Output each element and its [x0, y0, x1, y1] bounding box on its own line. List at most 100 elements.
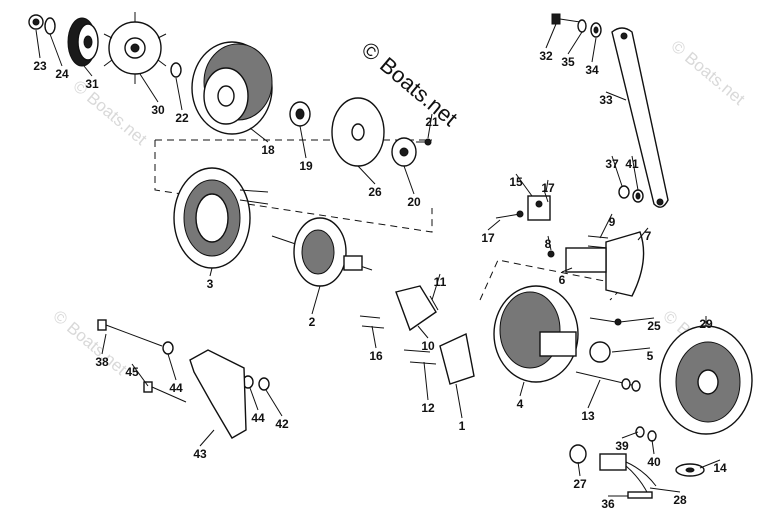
part-16-screws: [359, 315, 385, 329]
leader-line: [427, 113, 433, 139]
leader-line: [547, 235, 552, 251]
callout-number: 43: [193, 447, 207, 461]
part-34-nut: [590, 22, 602, 38]
callout-number: 34: [585, 63, 599, 77]
leader-line: [631, 155, 639, 191]
part-40-nut: [647, 430, 657, 442]
callout-number: 26: [368, 185, 382, 199]
callout-number: 30: [151, 103, 165, 117]
part-12-screws: [403, 349, 437, 365]
part-4-housing: [493, 285, 579, 383]
leader-line: [249, 387, 259, 411]
part-28-connector: [599, 453, 657, 495]
callout-number: 22: [175, 111, 189, 125]
leader-line: [587, 379, 601, 409]
part-3-stator: [173, 167, 269, 269]
callout-number: 13: [581, 409, 595, 423]
leader-line: [545, 179, 549, 193]
part-36-pin: [627, 491, 653, 499]
callout-number: 42: [275, 417, 289, 431]
leader-line: [651, 439, 655, 455]
callout-number: 44: [169, 381, 183, 395]
leader-line: [249, 127, 269, 143]
leader-line: [101, 333, 107, 355]
part-30-fan: [103, 12, 167, 84]
leader-line: [265, 389, 283, 417]
leader-line: [577, 461, 581, 477]
watermark-brand: Boats.net: [83, 88, 150, 149]
leader-line: [49, 33, 63, 67]
callout-number: 41: [625, 157, 639, 171]
callout-number: 4: [517, 397, 524, 411]
part-10-rectifier: [395, 285, 437, 332]
callout-number: 40: [647, 455, 661, 469]
leader-line: [561, 267, 573, 273]
watermark-brand: Boats.net: [375, 52, 462, 131]
part-18-drive-end-frame: [191, 41, 273, 135]
leader-line: [403, 165, 415, 195]
leader-line: [199, 429, 215, 447]
watermark-mid-left: © Boats.net: [49, 307, 130, 379]
leader-line: [311, 285, 321, 315]
callout-number: 25: [647, 319, 661, 333]
watermark-brand: Boats.net: [63, 318, 130, 379]
callout-number: 20: [407, 195, 421, 209]
part-44-nut-a: [162, 341, 174, 355]
watermark-symbol: ©: [357, 37, 385, 67]
leader-line: [567, 31, 583, 55]
watermark-top-right: © Boats.net: [667, 37, 748, 109]
callout-number: 17: [541, 181, 555, 195]
part-9-screws: [587, 235, 609, 249]
callout-number: 11: [434, 275, 447, 289]
part-37-washer: [618, 185, 630, 199]
callout-number: 3: [207, 277, 214, 291]
part-29-slip-ring-end-frame: [659, 325, 753, 435]
part-8-screw: [547, 250, 555, 258]
callout-number: 28: [673, 493, 687, 507]
leader-line: [605, 91, 627, 101]
leader-line: [487, 219, 501, 231]
part-11-screw: [429, 295, 439, 311]
callout-number: 37: [605, 157, 619, 171]
callout-number: 15: [509, 175, 523, 189]
part-6-brush-holder: [565, 247, 607, 273]
leader-line: [649, 487, 681, 493]
part-7-regulator: [605, 231, 645, 297]
part-25-bolt: [589, 317, 622, 326]
callout-number: 16: [369, 349, 383, 363]
watermark-top-left: © Boats.net: [69, 77, 150, 149]
leader-line: [699, 459, 721, 469]
part-43-mounting-bracket: [189, 349, 247, 439]
part-32-bolt: [551, 13, 581, 25]
part-20-retainer: [391, 137, 417, 167]
callout-number: 1: [459, 419, 466, 433]
part-14-washer: [675, 463, 705, 477]
leader-line: [545, 23, 557, 49]
leader-line: [35, 29, 41, 59]
part-33-adjusting-brace: [611, 27, 669, 208]
part-22-spacer: [170, 62, 182, 78]
part-21-screw: [416, 138, 432, 146]
part-23-nut: [28, 14, 44, 30]
leader-line: [83, 65, 93, 77]
callout-number: 19: [299, 159, 313, 173]
watermark-brand: Boats.net: [681, 48, 748, 109]
callout-number: 29: [699, 317, 713, 331]
callout-number: 35: [561, 55, 575, 69]
part-27-grommet: [569, 444, 587, 464]
callout-number: 17: [481, 231, 495, 245]
leader-line: [299, 125, 307, 159]
callout-number: 6: [559, 273, 566, 287]
callout-number: 27: [573, 477, 587, 491]
callout-number: 32: [539, 49, 553, 63]
callout-number: 5: [647, 349, 654, 363]
part-38-bolt: [97, 319, 163, 347]
leader-line: [175, 77, 183, 111]
callout-number: 21: [425, 115, 439, 129]
callout-number: 38: [95, 355, 109, 369]
part-45-bolt: [143, 381, 187, 403]
callout-number: 33: [599, 93, 613, 107]
part-15-terminal: [527, 195, 551, 221]
